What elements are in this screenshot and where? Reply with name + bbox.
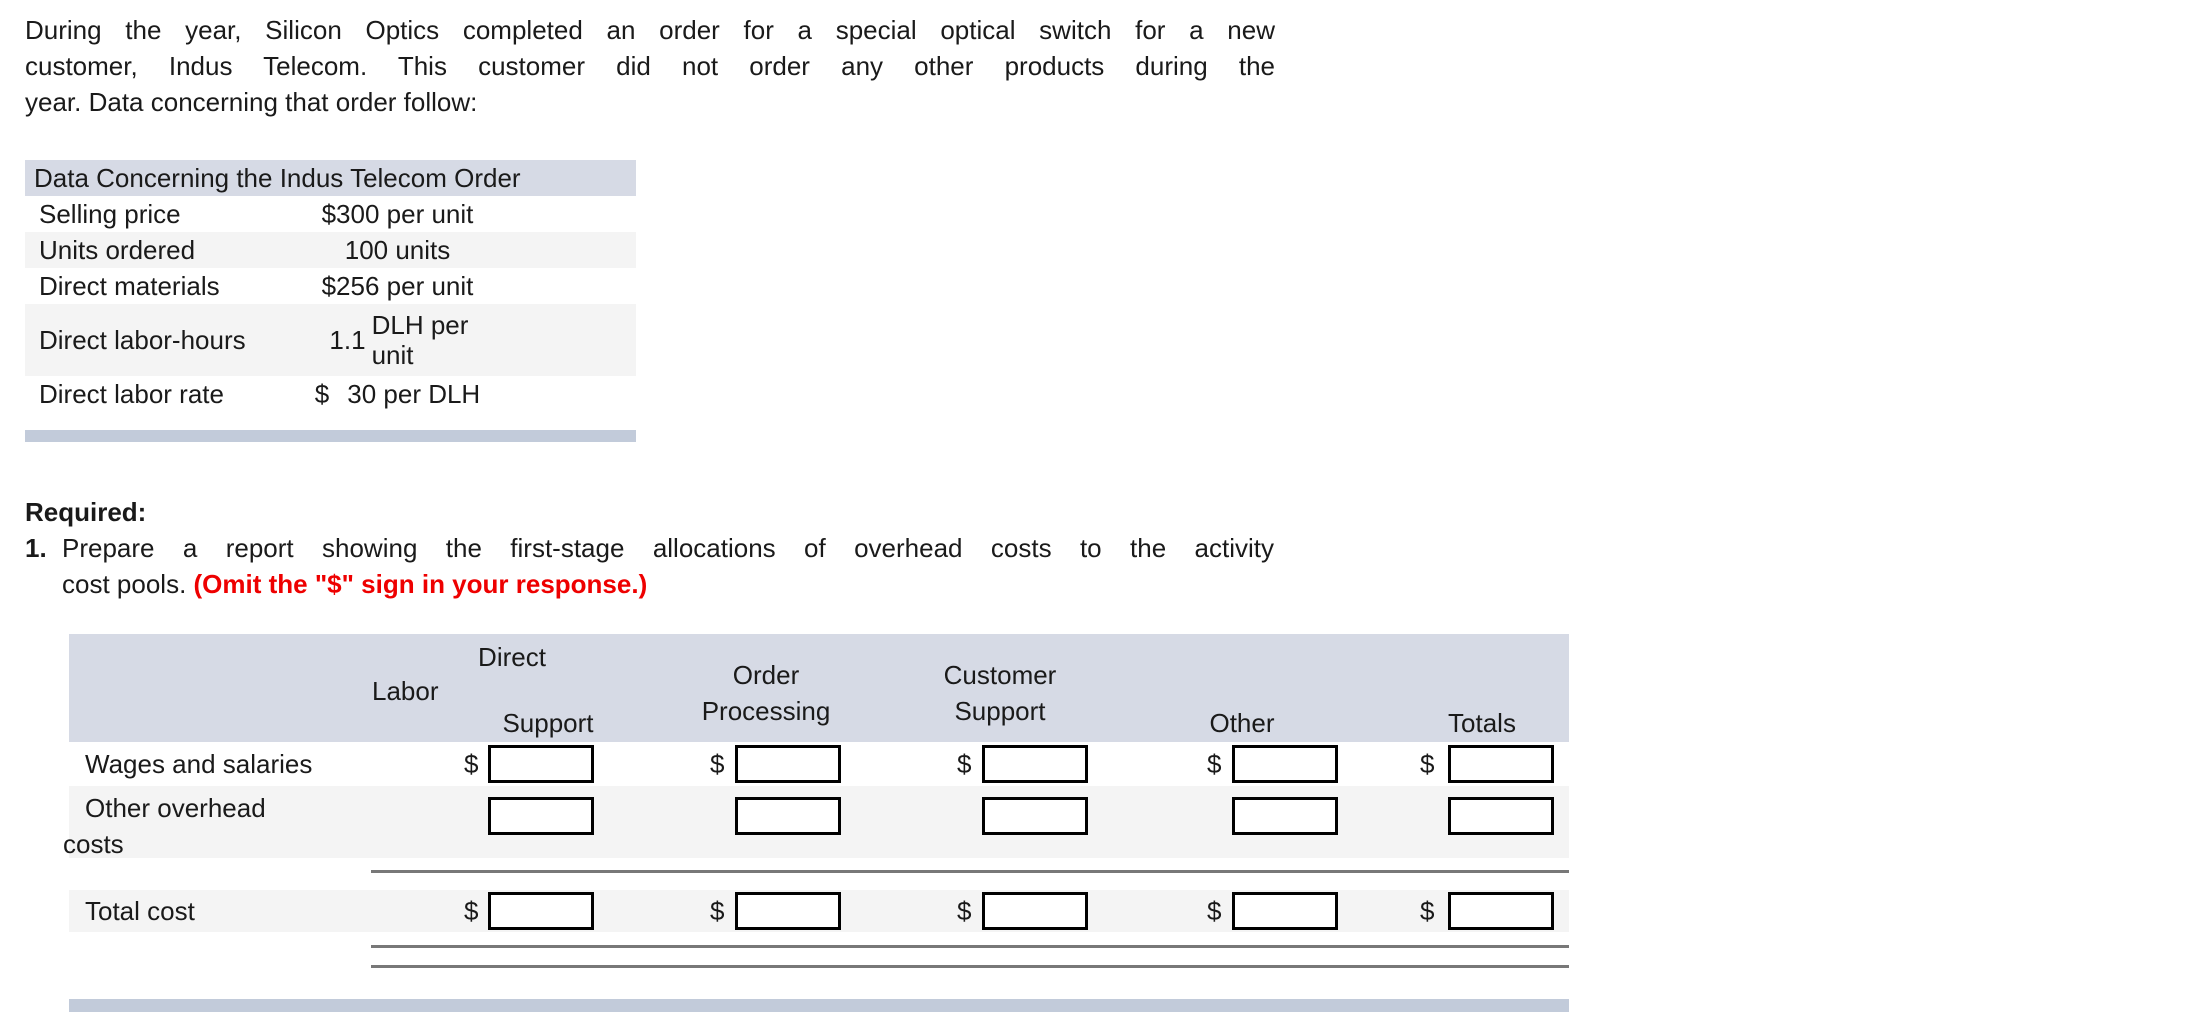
row-label: costs xyxy=(63,829,124,859)
currency-symbol: $ xyxy=(957,896,972,926)
currency-symbol: $ xyxy=(1207,749,1222,779)
row-label: Wages and salaries xyxy=(85,749,313,779)
allocation-table-header-band xyxy=(69,634,1569,742)
paragraph-line: customer, Indus Telecom. This customer d… xyxy=(25,51,1275,81)
column-header-customer-support: Support xyxy=(954,696,1046,726)
omit-dollar-note: (Omit the "$" sign in your response.) xyxy=(193,569,648,599)
currency-symbol: $ xyxy=(957,749,972,779)
input-total-cost-direct-labor-support[interactable] xyxy=(488,892,594,930)
order-row-value: $30 per DLH xyxy=(255,376,540,412)
column-header-customer-support: Customer xyxy=(943,660,1057,690)
subtotal-rule xyxy=(371,870,1569,873)
currency-symbol: $ xyxy=(1420,749,1435,779)
order-row-value: $300 per unit xyxy=(321,199,474,229)
input-other-overhead-customer-support[interactable] xyxy=(982,797,1088,835)
input-wages-customer-support[interactable] xyxy=(982,745,1088,783)
order-row-label: Direct materials xyxy=(39,271,220,301)
order-row-label: Direct labor rate xyxy=(39,379,224,409)
order-table-row: Units ordered 100 units xyxy=(25,232,636,268)
row-label: Other overhead xyxy=(85,793,266,823)
column-header-order-processing: Order xyxy=(732,660,800,690)
input-total-cost-order-processing[interactable] xyxy=(735,892,841,930)
requirement-text-line: cost pools. (Omit the "$" sign in your r… xyxy=(62,566,647,602)
order-row-label: Direct labor-hours xyxy=(39,325,246,355)
currency-symbol: $ xyxy=(464,749,479,779)
paragraph-line: During the year, Silicon Optics complete… xyxy=(25,15,1275,45)
input-other-overhead-order-processing[interactable] xyxy=(735,797,841,835)
column-header-direct-labor-support: Direct xyxy=(478,642,546,672)
input-wages-totals[interactable] xyxy=(1448,745,1554,783)
input-wages-order-processing[interactable] xyxy=(735,745,841,783)
column-header-direct-labor-support: Support xyxy=(502,708,594,738)
order-table-row: Direct labor rate $30 per DLH xyxy=(25,376,636,412)
labor-hours-value: 1.1 xyxy=(329,324,366,355)
requirement-text: cost pools. xyxy=(62,569,194,599)
order-data-table: Data Concerning the Indus Telecom Order … xyxy=(25,160,636,412)
input-total-cost-customer-support[interactable] xyxy=(982,892,1088,930)
currency-symbol: $ xyxy=(710,896,725,926)
allocation-table-footer-bar xyxy=(69,999,1569,1012)
input-wages-other[interactable] xyxy=(1232,745,1338,783)
requirement-number: 1. xyxy=(25,533,47,563)
currency-symbol: $ xyxy=(710,749,725,779)
total-rule-bottom xyxy=(371,965,1569,968)
order-table-row: Direct materials $256 per unit xyxy=(25,268,636,304)
required-heading: Required: xyxy=(25,497,147,527)
column-header-direct-labor-support: Labor xyxy=(372,676,439,706)
column-header-order-processing: Processing xyxy=(701,696,831,726)
order-table-bottom-bar xyxy=(25,430,636,442)
input-wages-direct-labor-support[interactable] xyxy=(488,745,594,783)
currency-symbol: $ xyxy=(464,896,479,926)
order-row-value: 100 units xyxy=(344,235,451,265)
input-total-cost-other[interactable] xyxy=(1232,892,1338,930)
requirement-text-line: Prepare a report showing the first-stage… xyxy=(62,533,1274,563)
row-label: Total cost xyxy=(85,896,195,926)
order-table-row: Selling price $300 per unit xyxy=(25,196,636,232)
order-row-label: Selling price xyxy=(39,199,181,229)
column-header-totals: Totals xyxy=(1448,708,1516,738)
input-other-overhead-other[interactable] xyxy=(1232,797,1338,835)
labor-rate-value: 30 per DLH xyxy=(347,378,481,409)
currency-symbol: $ xyxy=(1207,896,1222,926)
labor-hours-unit: DLH per unit xyxy=(371,310,469,370)
input-other-overhead-totals[interactable] xyxy=(1448,797,1554,835)
order-table-title: Data Concerning the Indus Telecom Order xyxy=(25,160,636,196)
currency-symbol: $ xyxy=(314,378,330,409)
total-rule-top xyxy=(371,945,1569,948)
input-other-overhead-direct-labor-support[interactable] xyxy=(488,797,594,835)
order-row-label: Units ordered xyxy=(39,235,196,265)
input-total-cost-totals[interactable] xyxy=(1448,892,1554,930)
order-row-value: $256 per unit xyxy=(321,271,474,301)
paragraph-line: year. Data concerning that order follow: xyxy=(25,87,478,117)
currency-symbol: $ xyxy=(1420,896,1435,926)
column-header-other: Other xyxy=(1209,708,1275,738)
